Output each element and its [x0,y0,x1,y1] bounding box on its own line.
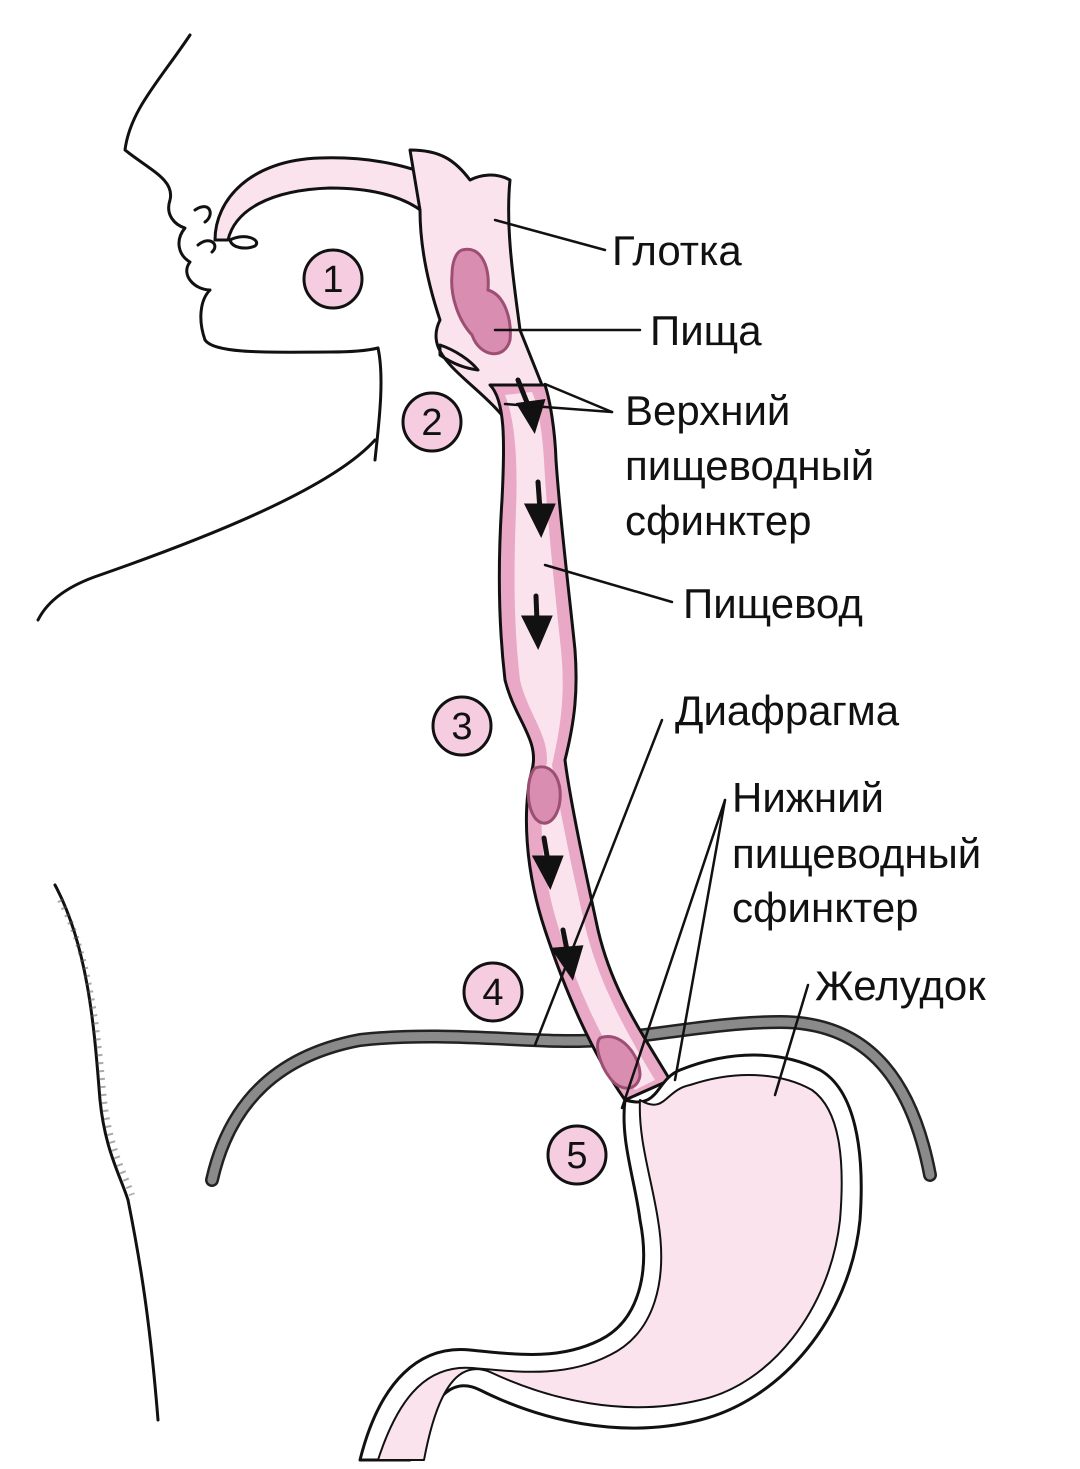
arrow-down-4 [531,835,564,890]
label-food: Пища [650,307,762,354]
bolus-esophagus-mid [526,765,562,825]
step-number-5: 5 [566,1135,587,1177]
step-badge-3: 3 [431,695,493,757]
arrow-down-3 [520,593,553,650]
label-esophagus: Пищевод [683,580,863,627]
leader-lines [493,218,810,1110]
chest-line [53,883,160,1422]
label-lower-sphincter-2: пищеводный [732,830,981,877]
leader-diaphragm [533,718,664,1047]
label-diaphragm: Диафрагма [675,687,900,734]
step-number-1: 1 [322,259,343,301]
step-badge-1: 1 [302,248,364,310]
shoulder-line [36,438,377,622]
bolus-pharynx [450,247,512,356]
step-number-2: 2 [421,402,442,444]
arrow-down-2 [523,479,556,538]
leader-upper-sphincter-a [503,402,614,414]
label-lower-sphincter-3: сфинктер [732,884,919,931]
face-profile [123,33,380,354]
stomach-inner [377,1074,843,1461]
lips [193,205,259,254]
label-stomach: Желудок [815,962,986,1009]
leader-lower-sphincter-a [620,798,727,1110]
step-number-3: 3 [451,706,472,748]
neck-back [373,346,383,462]
leader-upper-sphincter-b [543,382,614,414]
leader-esophagus [543,563,674,604]
label-lower-sphincter-1: Нижний [732,774,884,821]
epiglottis [438,343,480,372]
esophagus-lumen [505,392,655,1090]
label-upper-sphincter-3: сфинктер [625,497,812,544]
step-badge-2: 2 [401,391,463,453]
label-pharynx: Глотка [612,227,742,274]
leader-stomach [773,983,810,1097]
chest-shading [57,898,135,1196]
step-number-4: 4 [482,972,503,1014]
step-badge-5: 5 [546,1124,608,1186]
body-silhouette [36,33,383,1422]
step-badge-4: 4 [462,961,524,1023]
label-upper-sphincter-1: Верхний [625,387,790,434]
step-badges: 1 2 3 4 5 [302,248,608,1186]
label-upper-sphincter-2: пищеводный [625,442,874,489]
leader-lower-sphincter-b [673,798,727,1082]
leader-pharynx [493,218,607,252]
